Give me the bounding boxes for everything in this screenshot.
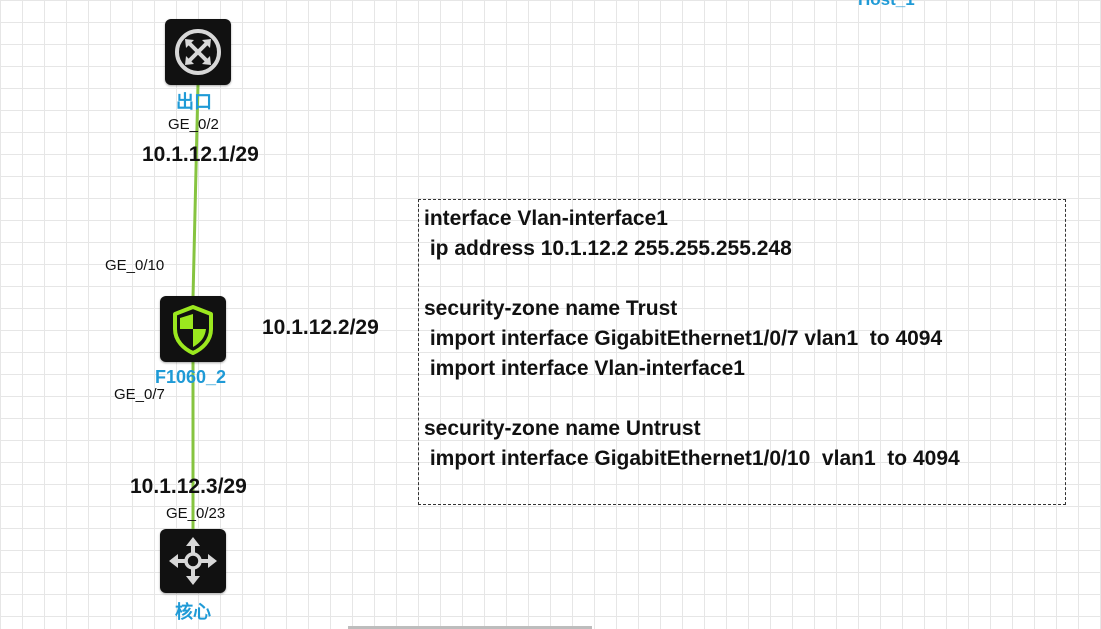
router-icon (175, 29, 221, 75)
config-line: import interface GigabitEthernet1/0/10 v… (424, 447, 960, 470)
config-line: interface Vlan-interface1 (424, 207, 668, 230)
host-label[interactable]: Host_1 (858, 0, 915, 10)
core-switch-device[interactable] (160, 529, 226, 593)
firewall-ip-label: 10.1.12.2/29 (262, 316, 379, 339)
router-label[interactable]: 出口 (176, 92, 212, 112)
core-ip-label: 10.1.12.3/29 (130, 475, 247, 498)
config-line: security-zone name Untrust (424, 417, 701, 440)
config-line: import interface Vlan-interface1 (424, 357, 745, 380)
firewall-bottom-port-label: GE_0/7 (114, 386, 165, 403)
config-line (424, 264, 1065, 294)
config-line (424, 384, 1065, 414)
core-switch-icon (169, 537, 217, 585)
config-line: ip address 10.1.12.2 255.255.255.248 (424, 237, 792, 260)
firewall-device[interactable] (160, 296, 226, 362)
link-router-firewall[interactable] (191, 82, 200, 300)
core-label[interactable]: 核心 (175, 602, 211, 622)
config-text-box[interactable]: interface Vlan-interface1 ip address 10.… (418, 199, 1066, 505)
router-device[interactable] (165, 19, 231, 85)
router-port-label: GE_0/2 (168, 116, 219, 133)
config-line: import interface GigabitEthernet1/0/7 vl… (424, 327, 943, 350)
router-ip-label: 10.1.12.1/29 (142, 143, 259, 166)
config-line: security-zone name Trust (424, 297, 678, 320)
core-port-label: GE_0/23 (166, 505, 226, 522)
firewall-shield-icon (173, 305, 213, 355)
firewall-top-port-label: GE_0/10 (105, 257, 165, 274)
firewall-label[interactable]: F1060_2 (155, 367, 227, 387)
horizontal-scrollbar[interactable] (348, 626, 592, 629)
